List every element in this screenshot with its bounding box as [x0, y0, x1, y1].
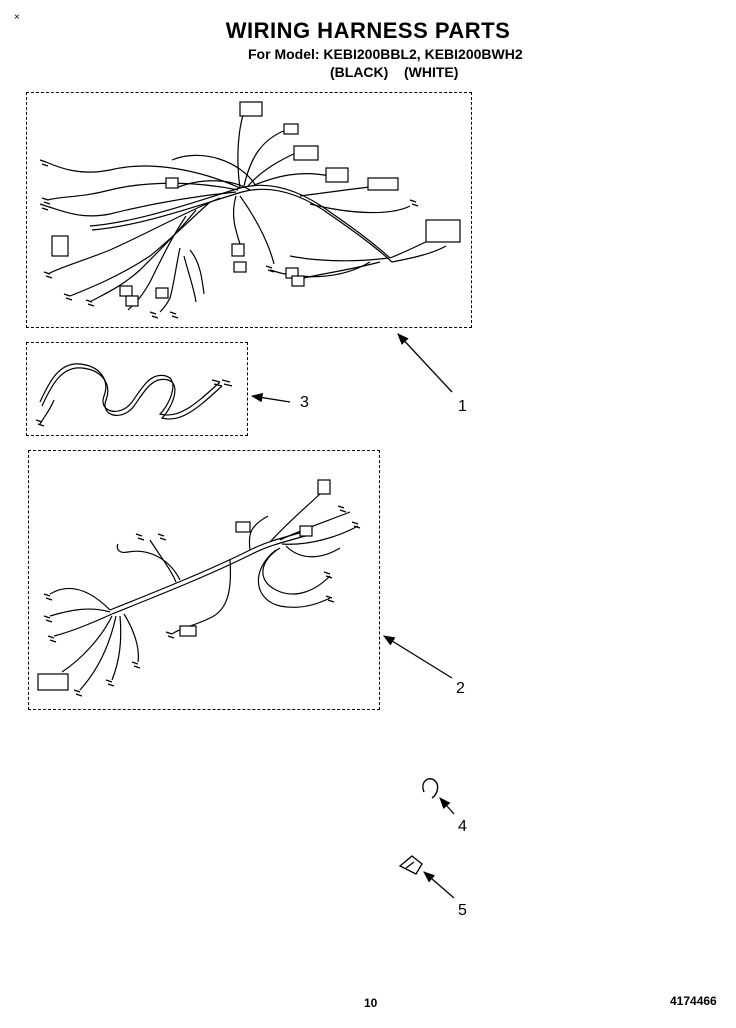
corner-mark: ×	[14, 12, 20, 23]
secondary-harness-terminals	[43, 505, 361, 697]
callout-4: 4	[458, 818, 467, 835]
callout-1: 1	[458, 398, 467, 415]
part-box-1	[26, 92, 472, 328]
callout-2: 2	[456, 680, 465, 697]
main-harness-terminals	[39, 159, 419, 319]
wire-clip-part	[422, 778, 439, 799]
main-wiring-harness	[45, 111, 447, 313]
clamp-part	[398, 855, 423, 875]
model-subtitle: For Model: KEBI200BBL2, KEBI200BWH2	[248, 46, 523, 62]
variant-white: (WHITE)	[404, 64, 459, 80]
callout-3: 3	[300, 394, 309, 411]
jumper-harness	[35, 363, 233, 427]
variant-black: (BLACK)	[330, 64, 389, 80]
main-harness-connectors	[51, 101, 461, 307]
page-title: WIRING HARNESS PARTS	[225, 18, 511, 43]
callout-5: 5	[458, 902, 467, 919]
page-number: 10	[364, 996, 378, 1010]
part-box-2	[28, 450, 380, 710]
part-box-3	[26, 342, 248, 436]
callout-arrows	[250, 333, 455, 899]
secondary-harness-connectors	[37, 479, 331, 691]
document-number: 4174466	[670, 994, 717, 1008]
secondary-wiring-harness	[49, 489, 359, 691]
